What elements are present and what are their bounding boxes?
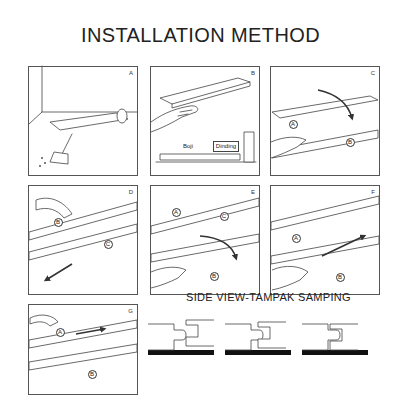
section-heading: SIDE VIEW-TAMPAK SAMPING bbox=[186, 291, 351, 304]
hand bbox=[271, 137, 306, 158]
panel-f-art bbox=[271, 196, 379, 290]
panel-b-art bbox=[151, 78, 256, 162]
part-label: Dinding bbox=[213, 141, 239, 152]
step-letter: E bbox=[151, 186, 259, 196]
step-letter: A bbox=[29, 67, 137, 77]
title-text: INSTALLATION METHOD bbox=[81, 24, 320, 46]
plank-edge bbox=[172, 82, 250, 108]
step-panel: D bbox=[28, 185, 138, 295]
underlay-roll bbox=[117, 109, 127, 123]
panel-a-art bbox=[29, 66, 137, 167]
hand bbox=[272, 266, 308, 290]
callout-letter: B bbox=[88, 370, 97, 379]
page-title: INSTALLATION METHOD bbox=[0, 23, 401, 47]
underlay-sheet bbox=[50, 113, 128, 130]
step-letter: B bbox=[151, 67, 259, 77]
side-view-3 bbox=[302, 324, 368, 355]
hand bbox=[151, 106, 198, 132]
floor-line bbox=[156, 162, 256, 163]
board-tongue bbox=[148, 324, 186, 350]
panel-g-art bbox=[29, 315, 137, 370]
step-letter: F bbox=[271, 186, 379, 196]
plank bbox=[29, 320, 137, 348]
plank-profile bbox=[160, 154, 240, 160]
dust bbox=[39, 165, 41, 167]
panel-e-art bbox=[151, 198, 259, 288]
side-view-2 bbox=[225, 322, 291, 355]
callout-letter: C bbox=[220, 212, 229, 221]
callout-letter: B bbox=[346, 138, 355, 147]
callout-letter: B bbox=[54, 218, 63, 227]
callout-letter: A bbox=[172, 208, 181, 217]
step-panel: A bbox=[28, 66, 138, 176]
plank bbox=[160, 78, 250, 104]
step-letter: G bbox=[29, 305, 137, 315]
dust bbox=[41, 157, 43, 159]
plank bbox=[29, 344, 137, 370]
side-view-1 bbox=[148, 320, 214, 355]
board-groove bbox=[186, 320, 214, 346]
slide-arrow bbox=[76, 329, 104, 334]
hand bbox=[36, 198, 72, 218]
plank bbox=[29, 224, 137, 260]
callout-letter: A bbox=[292, 234, 301, 243]
slide-arrow bbox=[322, 236, 364, 256]
step-letter: C bbox=[271, 67, 379, 77]
step-letter: D bbox=[29, 186, 137, 196]
plank bbox=[272, 96, 378, 118]
hand bbox=[30, 315, 58, 326]
base-strip bbox=[148, 350, 214, 355]
step-panel: E bbox=[150, 185, 260, 295]
callout-letter: C bbox=[104, 240, 113, 249]
wall-corner bbox=[29, 66, 42, 124]
base-strip bbox=[225, 350, 291, 355]
push-arrow bbox=[46, 264, 72, 280]
callout-letter: B bbox=[210, 272, 219, 281]
plank bbox=[272, 130, 378, 158]
step-panel: C bbox=[270, 66, 380, 176]
plank bbox=[271, 196, 379, 230]
part-label: Boji bbox=[182, 143, 194, 150]
plank bbox=[271, 236, 379, 264]
plank bbox=[151, 198, 259, 234]
broom-head bbox=[50, 152, 68, 164]
plank bbox=[151, 234, 259, 262]
board-tongue bbox=[225, 324, 263, 350]
step-panel: B bbox=[150, 66, 260, 176]
rotate-arrow bbox=[200, 236, 236, 258]
callout-letter: B bbox=[336, 273, 345, 282]
wall-profile bbox=[244, 132, 254, 162]
board-groove bbox=[258, 322, 286, 348]
step-panel: G bbox=[28, 304, 138, 395]
board-groove bbox=[330, 324, 358, 350]
panel-c-art bbox=[271, 90, 378, 158]
rotate-arrow bbox=[318, 90, 352, 118]
dust bbox=[44, 162, 46, 164]
step-panel: F bbox=[270, 185, 380, 295]
fingers bbox=[178, 110, 192, 116]
callout-letter: A bbox=[56, 328, 65, 337]
broom-handle bbox=[62, 134, 72, 154]
panel-d-art bbox=[29, 198, 137, 280]
callout-letter: A bbox=[289, 120, 298, 129]
base-strip bbox=[302, 350, 368, 355]
hand bbox=[151, 267, 186, 288]
